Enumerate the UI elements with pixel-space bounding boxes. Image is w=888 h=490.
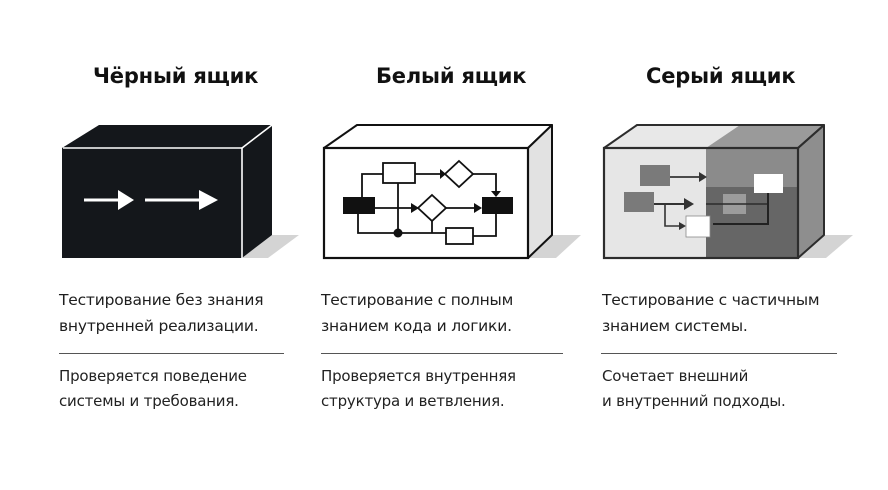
- black-box-top: [62, 125, 272, 148]
- white-box-icon: [322, 124, 581, 260]
- divider: [59, 353, 284, 354]
- detail-line: Проверяется поведение: [59, 367, 247, 385]
- divider: [321, 353, 563, 354]
- white-box-top: [323, 124, 553, 149]
- detail-line: Сочетает внешний: [602, 367, 749, 385]
- flowchart-shapes: [343, 159, 513, 245]
- flow-process-block: [382, 162, 416, 184]
- partial-diagram-icon: [624, 165, 783, 238]
- black-box-front: [62, 148, 242, 258]
- white-box-shadow: [528, 235, 581, 258]
- arrow-right-icon: [145, 190, 218, 210]
- flow-decision-mid: [416, 193, 448, 223]
- divider: [601, 353, 837, 354]
- flow-end-block: [482, 197, 513, 214]
- description-line: знанием кода и логики.: [321, 317, 512, 335]
- detail-line: Проверяется внутренняя: [321, 367, 516, 385]
- description-line: внутренней реализации.: [59, 317, 259, 335]
- arrow-right-icon: [84, 190, 134, 210]
- flow-junction-dot: [393, 228, 403, 238]
- grey-box-top-dark: [706, 125, 824, 148]
- detail-line: и внутренний подходы.: [602, 392, 786, 410]
- description-line: Тестирование с частичным: [602, 291, 820, 309]
- description-line: Тестирование с полным: [321, 291, 514, 309]
- black-box-title: Чёрный ящик: [93, 64, 259, 88]
- grey-box-side: [798, 125, 824, 258]
- black-box-shadow: [242, 235, 299, 258]
- description-line: Тестирование без знания: [59, 291, 264, 309]
- white-box-description: Тестирование с полным знанием кода и лог…: [321, 287, 513, 339]
- grey-box-description: Тестирование с частичным знанием системы…: [602, 287, 820, 339]
- grey-box-detail: Сочетает внешний и внутренний подходы.: [602, 364, 786, 414]
- detail-line: системы и требования.: [59, 392, 239, 410]
- flow-process-bottom: [445, 227, 474, 245]
- flow-start-block: [343, 197, 375, 214]
- white-box-side: [527, 124, 553, 259]
- grey-box-top-light: [604, 125, 740, 148]
- flow-decision-top: [443, 159, 475, 189]
- black-box-side: [242, 125, 272, 258]
- white-box-title: Белый ящик: [376, 64, 527, 88]
- black-box-icon: [62, 124, 299, 258]
- flowchart-icon: [357, 173, 497, 237]
- black-box-description: Тестирование без знания внутренней реали…: [59, 287, 264, 339]
- grey-box-title: Серый ящик: [646, 64, 796, 88]
- grey-box-front-dark: [706, 187, 798, 258]
- detail-line: структура и ветвления.: [321, 392, 505, 410]
- grey-box-icon: [602, 124, 853, 260]
- white-box-detail: Проверяется внутренняя структура и ветвл…: [321, 364, 516, 414]
- black-box-detail: Проверяется поведение системы и требован…: [59, 364, 247, 414]
- grey-box-shadow: [798, 235, 853, 258]
- description-line: знанием системы.: [602, 317, 748, 335]
- grey-box-front-mid: [706, 148, 798, 187]
